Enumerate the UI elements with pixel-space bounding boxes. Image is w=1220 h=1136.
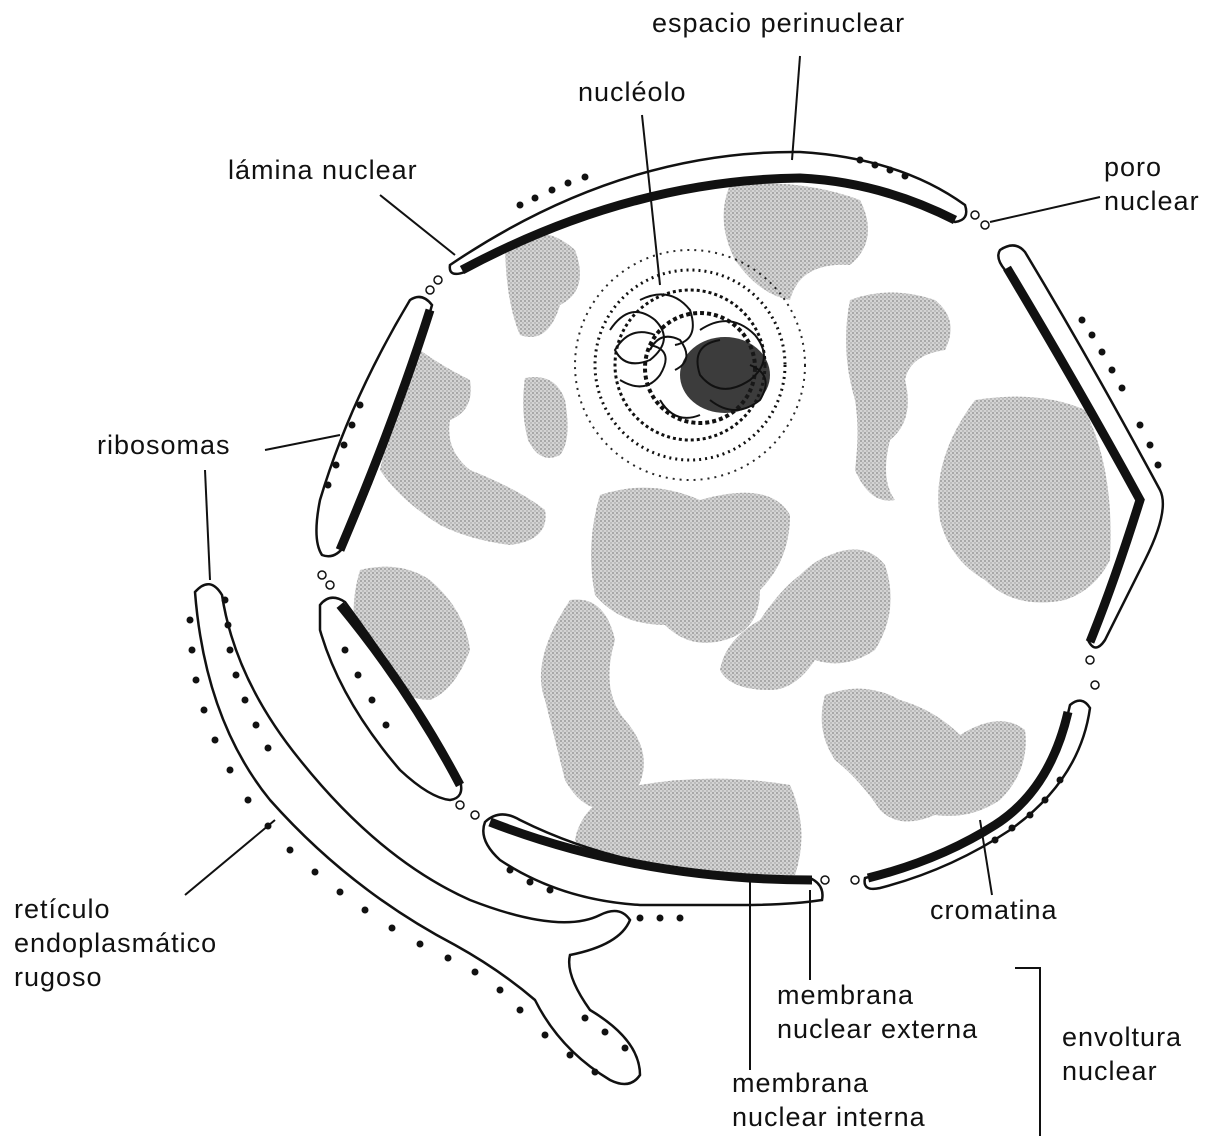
chromatin [354, 183, 1111, 884]
label-membrana-externa: membrana nuclear externa [777, 978, 978, 1046]
label-reticulo-line-3: rugoso [14, 960, 217, 994]
label-membrana-interna-line-1: membrana [732, 1066, 926, 1100]
label-nucleolo: nucléolo [578, 75, 687, 109]
label-lamina-nuclear: lámina nuclear [228, 153, 418, 187]
label-poro-nuclear: poro nuclear [1104, 150, 1200, 218]
label-reticulo-line-2: endoplasmático [14, 926, 217, 960]
label-cromatina: cromatina [930, 893, 1058, 927]
label-poro-line-2: nuclear [1104, 184, 1200, 218]
label-membrana-externa-line-2: nuclear externa [777, 1012, 978, 1046]
label-reticulo: retículo endoplasmático rugoso [14, 892, 217, 994]
label-envoltura-line-2: nuclear [1062, 1054, 1182, 1088]
label-espacio-perinuclear: espacio perinuclear [652, 6, 905, 40]
label-poro-line-1: poro [1104, 150, 1200, 184]
label-envoltura-nuclear: envoltura nuclear [1062, 1020, 1182, 1088]
label-ribosomas: ribosomas [97, 428, 231, 462]
label-envoltura-line-1: envoltura [1062, 1020, 1182, 1054]
label-membrana-externa-line-1: membrana [777, 978, 978, 1012]
label-reticulo-line-1: retículo [14, 892, 217, 926]
label-membrana-interna-line-2: nuclear interna [732, 1100, 926, 1134]
label-membrana-interna: membrana nuclear interna [732, 1066, 926, 1134]
